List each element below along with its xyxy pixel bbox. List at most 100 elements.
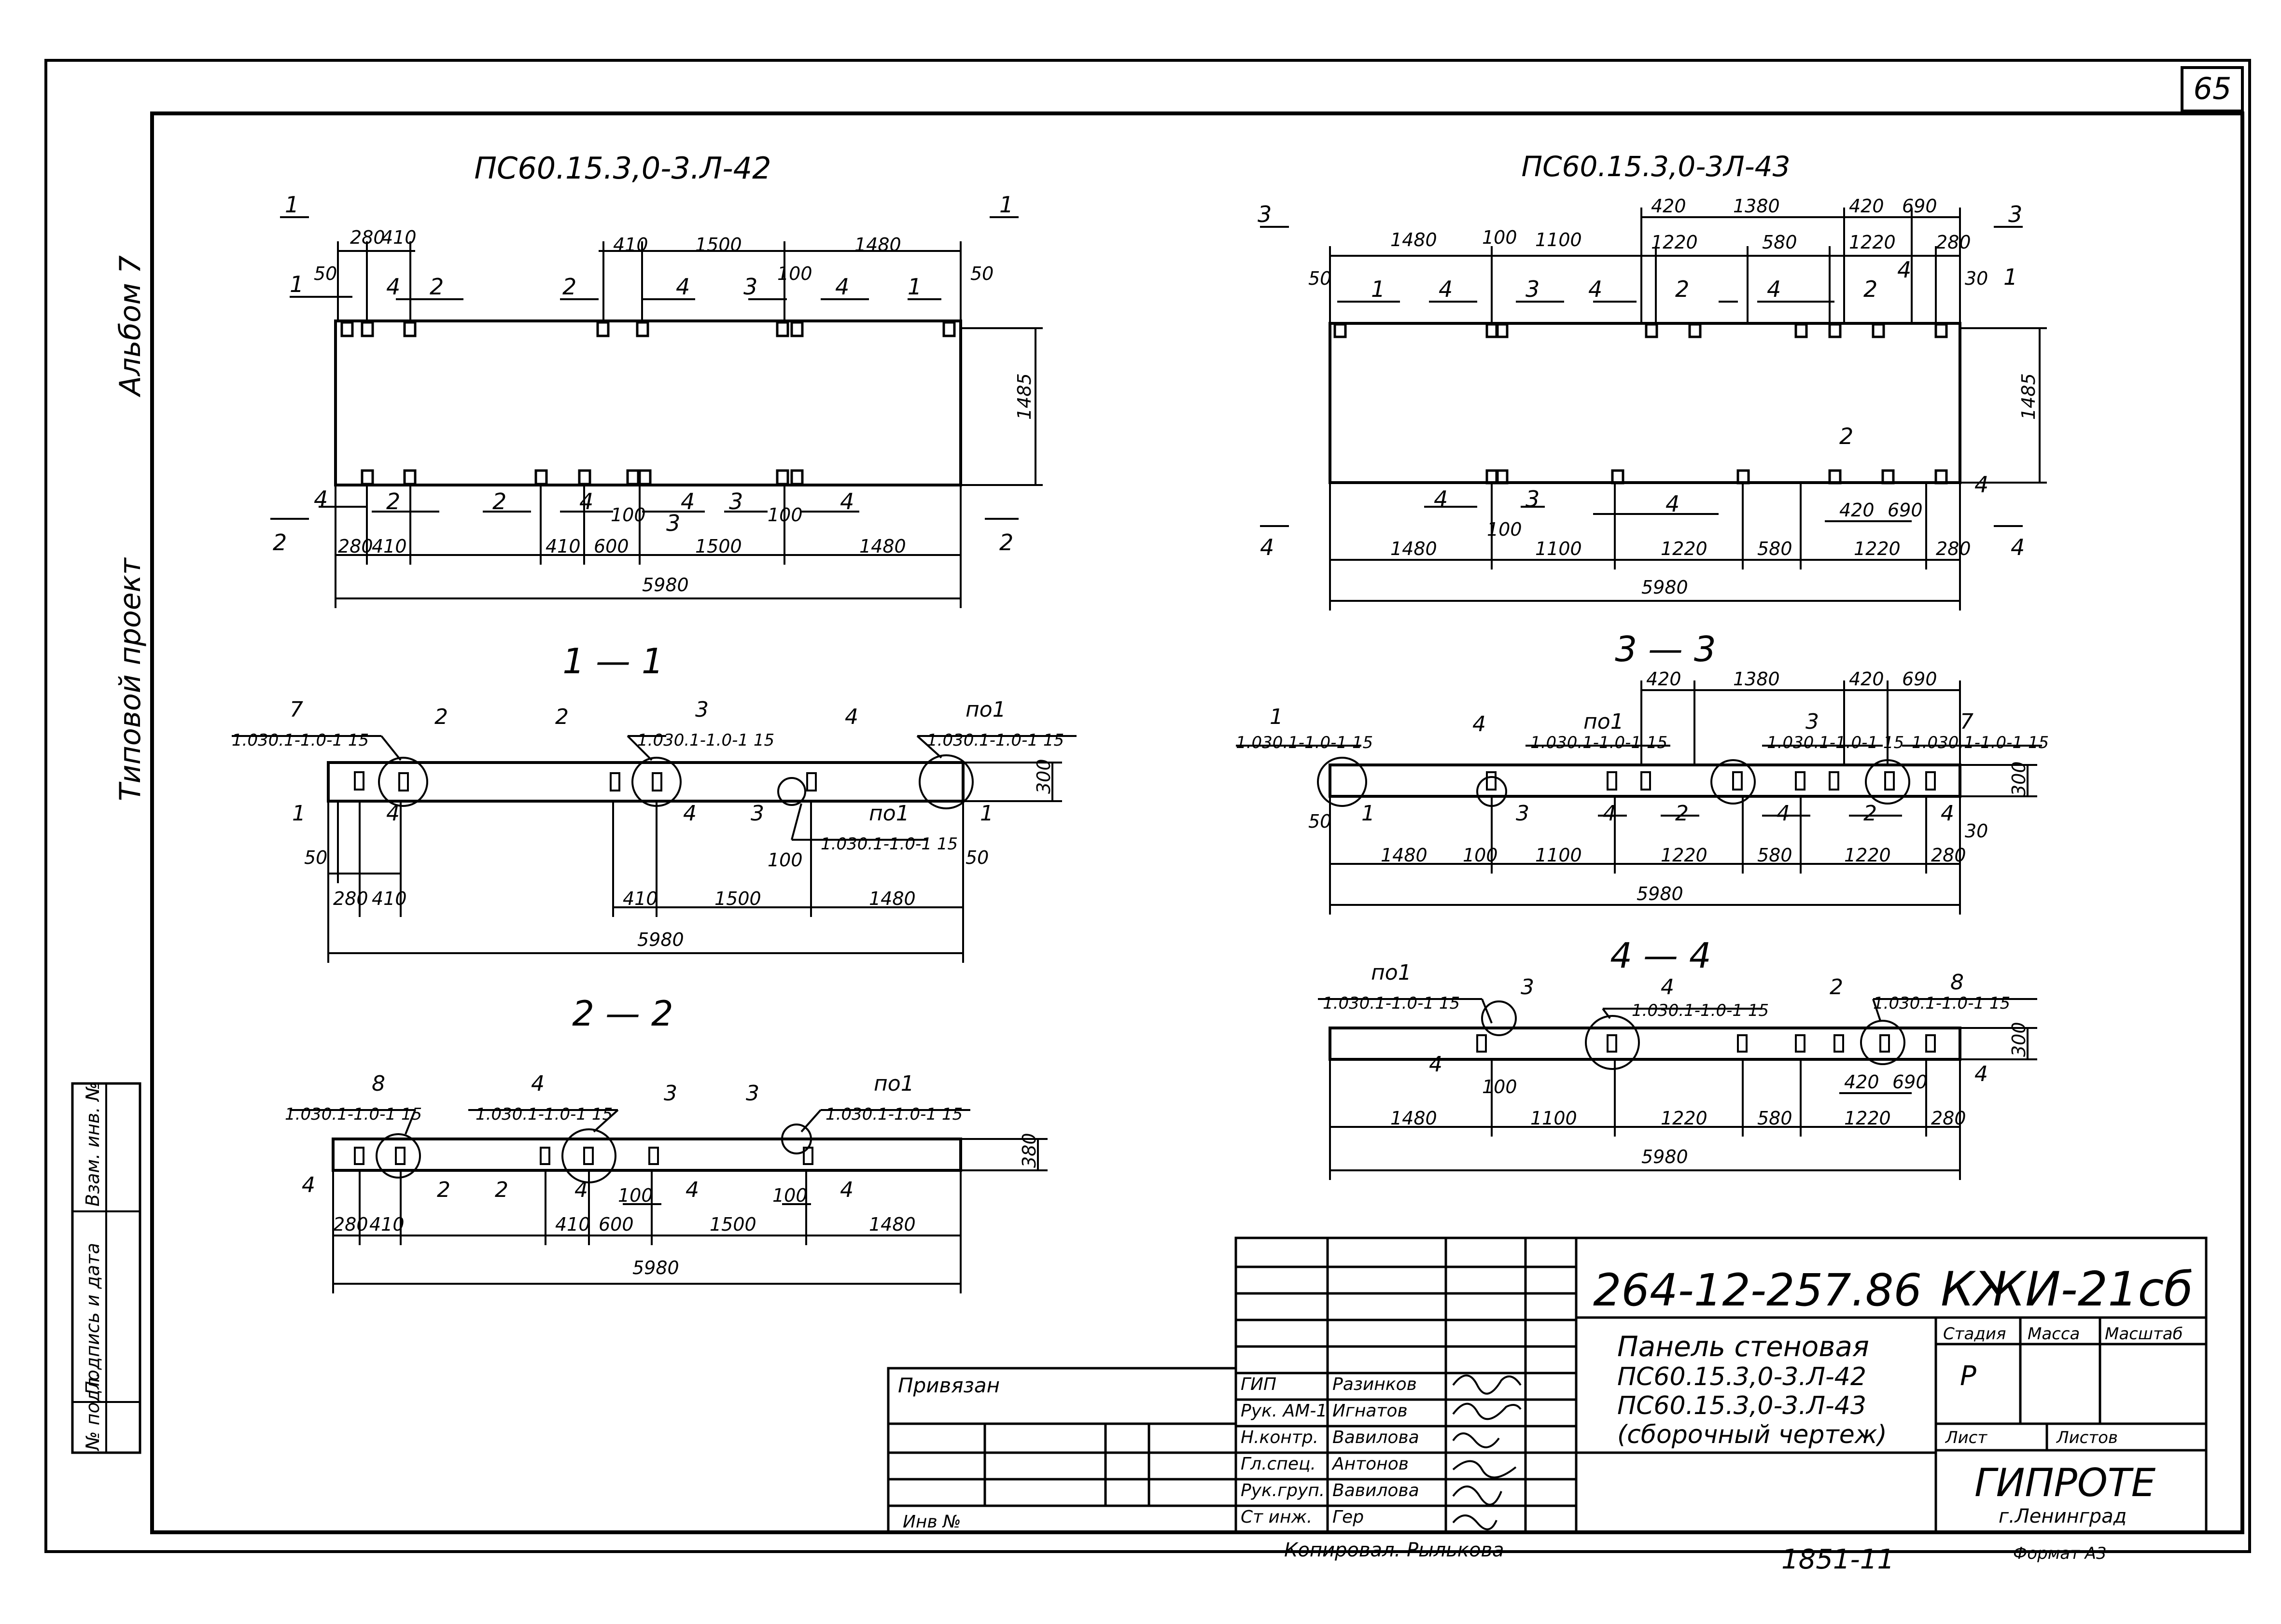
album-label: Альбом 7 xyxy=(113,255,147,398)
section-3-3: 3 — 3 1.030.1-1.0-1 15 1.030.1-1.0-1 15 … xyxy=(1236,629,2049,915)
mark-33-7: 7 xyxy=(1960,709,1973,734)
sec-mark-2a: 2 xyxy=(273,529,287,555)
mark-11-2a: 2 xyxy=(434,705,448,729)
sec-mark-2b: 2 xyxy=(999,529,1013,555)
sec-mark-4b: 4 xyxy=(2011,534,2025,560)
dim-lp-b1: 280 xyxy=(338,536,373,557)
sheet-number: 65 xyxy=(2194,71,2232,106)
dim-33-1: 50 xyxy=(1308,811,1331,832)
dim-33-total: 5980 xyxy=(1637,883,1683,904)
dim-11-1: 50 xyxy=(304,847,327,868)
mark-44-po1: по1 xyxy=(1371,960,1412,985)
role-6: Ст инж. xyxy=(1241,1507,1312,1527)
dim-33-5: 1220 xyxy=(1661,845,1707,866)
mark-rp-3a: 3 xyxy=(1525,276,1539,302)
title-line-2: ПС60.15.3,0-3.Л-42 xyxy=(1617,1362,1866,1391)
ref-33-c: 1.030.1-1.0-1 15 xyxy=(1767,733,1904,752)
org-city: г.Ленинград xyxy=(1999,1505,2127,1527)
mark-11-4a: 4 xyxy=(845,705,858,729)
mark-33-4c: 4 xyxy=(1777,801,1790,826)
mark-lp-2c: 2 xyxy=(386,488,400,514)
mark-33-2a: 2 xyxy=(1675,801,1689,826)
mark-11-1b: 1 xyxy=(980,801,994,826)
inner-frame xyxy=(150,111,2244,1534)
dim-33-4: 1100 xyxy=(1535,845,1582,866)
section-1-1-title: 1 — 1 xyxy=(562,641,663,681)
mark-lp-4c: 4 xyxy=(835,274,849,300)
dim-lp-b3: 410 xyxy=(546,536,581,557)
side-stamp: Взам. инв. № Подпись и дата № подл. xyxy=(71,1082,141,1454)
dim-rp-t1: 1480 xyxy=(1390,229,1437,250)
plan-right-title: ПС60.15.3,0-3Л-43 xyxy=(1521,150,1790,183)
dim-11-3: 410 xyxy=(372,888,407,909)
dim-44-5: 580 xyxy=(1757,1108,1792,1129)
dim-22-4: 600 xyxy=(599,1214,634,1235)
panel-outline-left xyxy=(334,319,962,486)
role-2: Рук. АМ-1 xyxy=(1241,1401,1327,1421)
dim-11-4: 410 xyxy=(623,888,658,909)
mark-44-8: 8 xyxy=(1950,970,1964,995)
dim-rp-t5: 580 xyxy=(1762,232,1797,253)
mark-lp-4e: 4 xyxy=(579,488,593,514)
ref-44-b: 1.030.1-1.0-1 15 xyxy=(1632,1001,1769,1020)
name-1: Разинков xyxy=(1332,1374,1417,1394)
dim-lp-t3: 410 xyxy=(613,234,648,255)
mark-lp-4a: 4 xyxy=(386,274,400,300)
plan-right: ПС60.15.3,0-3Л-43 xyxy=(1258,150,2047,611)
mark-22-3a: 3 xyxy=(664,1081,677,1106)
mark-rp-2c: 2 xyxy=(1839,423,1853,449)
dim-33-u1: 420 xyxy=(1646,668,1681,690)
dim-22-1: 280 xyxy=(333,1214,368,1235)
ref-22-b: 1.030.1-1.0-1 15 xyxy=(476,1105,613,1124)
mark-11-1a: 1 xyxy=(292,801,306,826)
ref-11-b: 1.030.1-1.0-1 15 xyxy=(637,731,774,750)
mark-rp-4f: 4 xyxy=(1665,491,1679,517)
mark-22-4c: 4 xyxy=(574,1178,588,1202)
dim-lp-t5: 1480 xyxy=(854,234,901,255)
ref-11-c: 1.030.1-1.0-1 15 xyxy=(927,731,1064,750)
mark-lp-1b: 1 xyxy=(908,274,922,300)
dim-22-3: 410 xyxy=(555,1214,590,1235)
mark-rp-4d: 4 xyxy=(1897,257,1911,283)
mark-rp-1b: 1 xyxy=(2003,264,2017,290)
order-number: 1851-11 xyxy=(1781,1544,1894,1575)
panel-outline-right xyxy=(1329,322,1961,484)
org-name: ГИПРОТЕ xyxy=(1974,1460,2156,1505)
sheets-header: Листов xyxy=(2056,1428,2118,1447)
dim-rp-t2: 100 xyxy=(1482,227,1517,248)
dim-lp-b7: 100 xyxy=(611,504,646,526)
mark-11-po1b: по1 xyxy=(869,801,910,826)
dim-44-1: 1480 xyxy=(1390,1108,1437,1129)
dim-rp-t7: 280 xyxy=(1936,232,1971,253)
mark-lp-3c: 3 xyxy=(729,488,743,514)
mark-44-4a: 4 xyxy=(1661,975,1674,999)
format-label: Формат А3 xyxy=(2013,1544,2107,1563)
ref-22-c: 1.030.1-1.0-1 15 xyxy=(826,1105,963,1124)
dim-44-7: 280 xyxy=(1931,1108,1966,1129)
mark-33-1a: 1 xyxy=(1270,705,1283,729)
stage-value: Р xyxy=(1960,1360,1976,1392)
dim-44-thk: 300 xyxy=(2008,1022,2029,1057)
role-1: ГИП xyxy=(1241,1374,1276,1394)
section-1-1: 1 — 1 1.030.1-1.0-1 15 1.030.1-1.0-1 15 … xyxy=(232,641,1077,963)
name-5: Вавилова xyxy=(1332,1481,1419,1500)
role-3: Н.контр. xyxy=(1241,1428,1318,1447)
sec-mark-3a: 3 xyxy=(1258,201,1272,227)
name-4: Антонов xyxy=(1331,1454,1409,1474)
dim-44-6: 1220 xyxy=(1844,1108,1891,1129)
dim-rp-t6: 1220 xyxy=(1849,232,1896,253)
mark-rp-4e: 4 xyxy=(1434,486,1448,512)
mark-33-1b: 1 xyxy=(1361,801,1375,826)
dim-lp-height: 1485 xyxy=(1014,373,1035,420)
title-block: 264-12-257.86 КЖИ-21сб Панель стеновая П… xyxy=(887,1236,2208,1575)
sheet-number-box xyxy=(2181,66,2244,112)
sheet-header: Лист xyxy=(1945,1428,1987,1447)
copied-by: Копировал. Рылькова xyxy=(1284,1539,1504,1561)
dim-22-7: 100 xyxy=(618,1185,653,1206)
dim-rp-b1: 1480 xyxy=(1390,538,1437,559)
dim-22-6: 1480 xyxy=(869,1214,916,1235)
ref-44-a: 1.030.1-1.0-1 15 xyxy=(1323,994,1460,1013)
dim-11-8: 50 xyxy=(966,847,989,868)
ref-44-c: 1.030.1-1.0-1 15 xyxy=(1873,994,2010,1013)
dim-22-thk: 380 xyxy=(1019,1133,1040,1168)
